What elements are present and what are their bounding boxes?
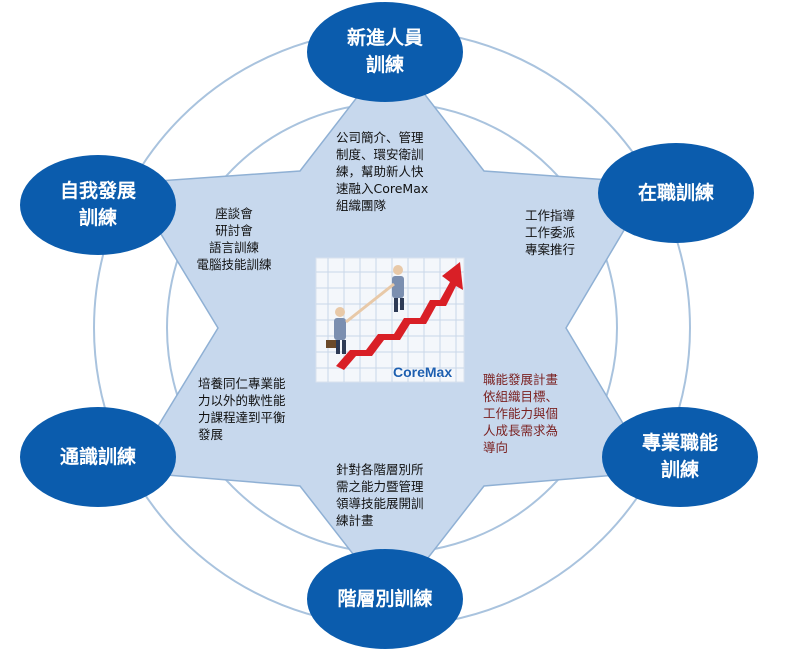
node-general-education-training: 通識訓練 bbox=[59, 445, 136, 468]
node-new-employee-training: 新進人員 訓練 bbox=[346, 27, 423, 76]
staircase-arrow-icon bbox=[336, 262, 463, 370]
node-ellipse-upper-left bbox=[20, 155, 176, 255]
node-ellipse-lower-left bbox=[20, 407, 176, 507]
node-self-development-training: 自我發展 訓練 bbox=[59, 180, 136, 229]
node-ellipse-bottom bbox=[307, 549, 463, 649]
desc-professional-competency: 職能發展計畫 依組織目標、 工作能力與個 人成長需求為 導向 bbox=[483, 372, 559, 455]
node-hierarchical-training: 階層別訓練 bbox=[337, 587, 433, 610]
node-on-the-job-training: 在職訓練 bbox=[637, 181, 714, 204]
desc-self-development: 座談會 研討會 語言訓練 電腦技能訓練 bbox=[196, 206, 272, 272]
node-ellipse-lower-right bbox=[602, 407, 758, 507]
business-people-icon bbox=[326, 265, 404, 354]
node-ellipse-top bbox=[307, 2, 463, 102]
node-professional-competency-training: 專業職能 訓練 bbox=[641, 432, 718, 481]
desc-hierarchical: 針對各階層別所 需之能力暨管理 領導技能展開訓 練計畫 bbox=[336, 462, 424, 528]
desc-general-education: 培養同仁專業能 力以外的軟性能 力課程達到平衡 發展 bbox=[198, 376, 286, 442]
center-image bbox=[315, 257, 465, 383]
desc-on-the-job: 工作指導 工作委派 專案推行 bbox=[525, 208, 576, 257]
node-ellipse-upper-right bbox=[598, 143, 754, 243]
desc-new-employee: 公司簡介、管理 制度、環安衛訓 練，幫助新人快 速融入CoreMax 組織團隊 bbox=[336, 130, 429, 213]
coremax-logo: CoreMax bbox=[393, 364, 453, 380]
